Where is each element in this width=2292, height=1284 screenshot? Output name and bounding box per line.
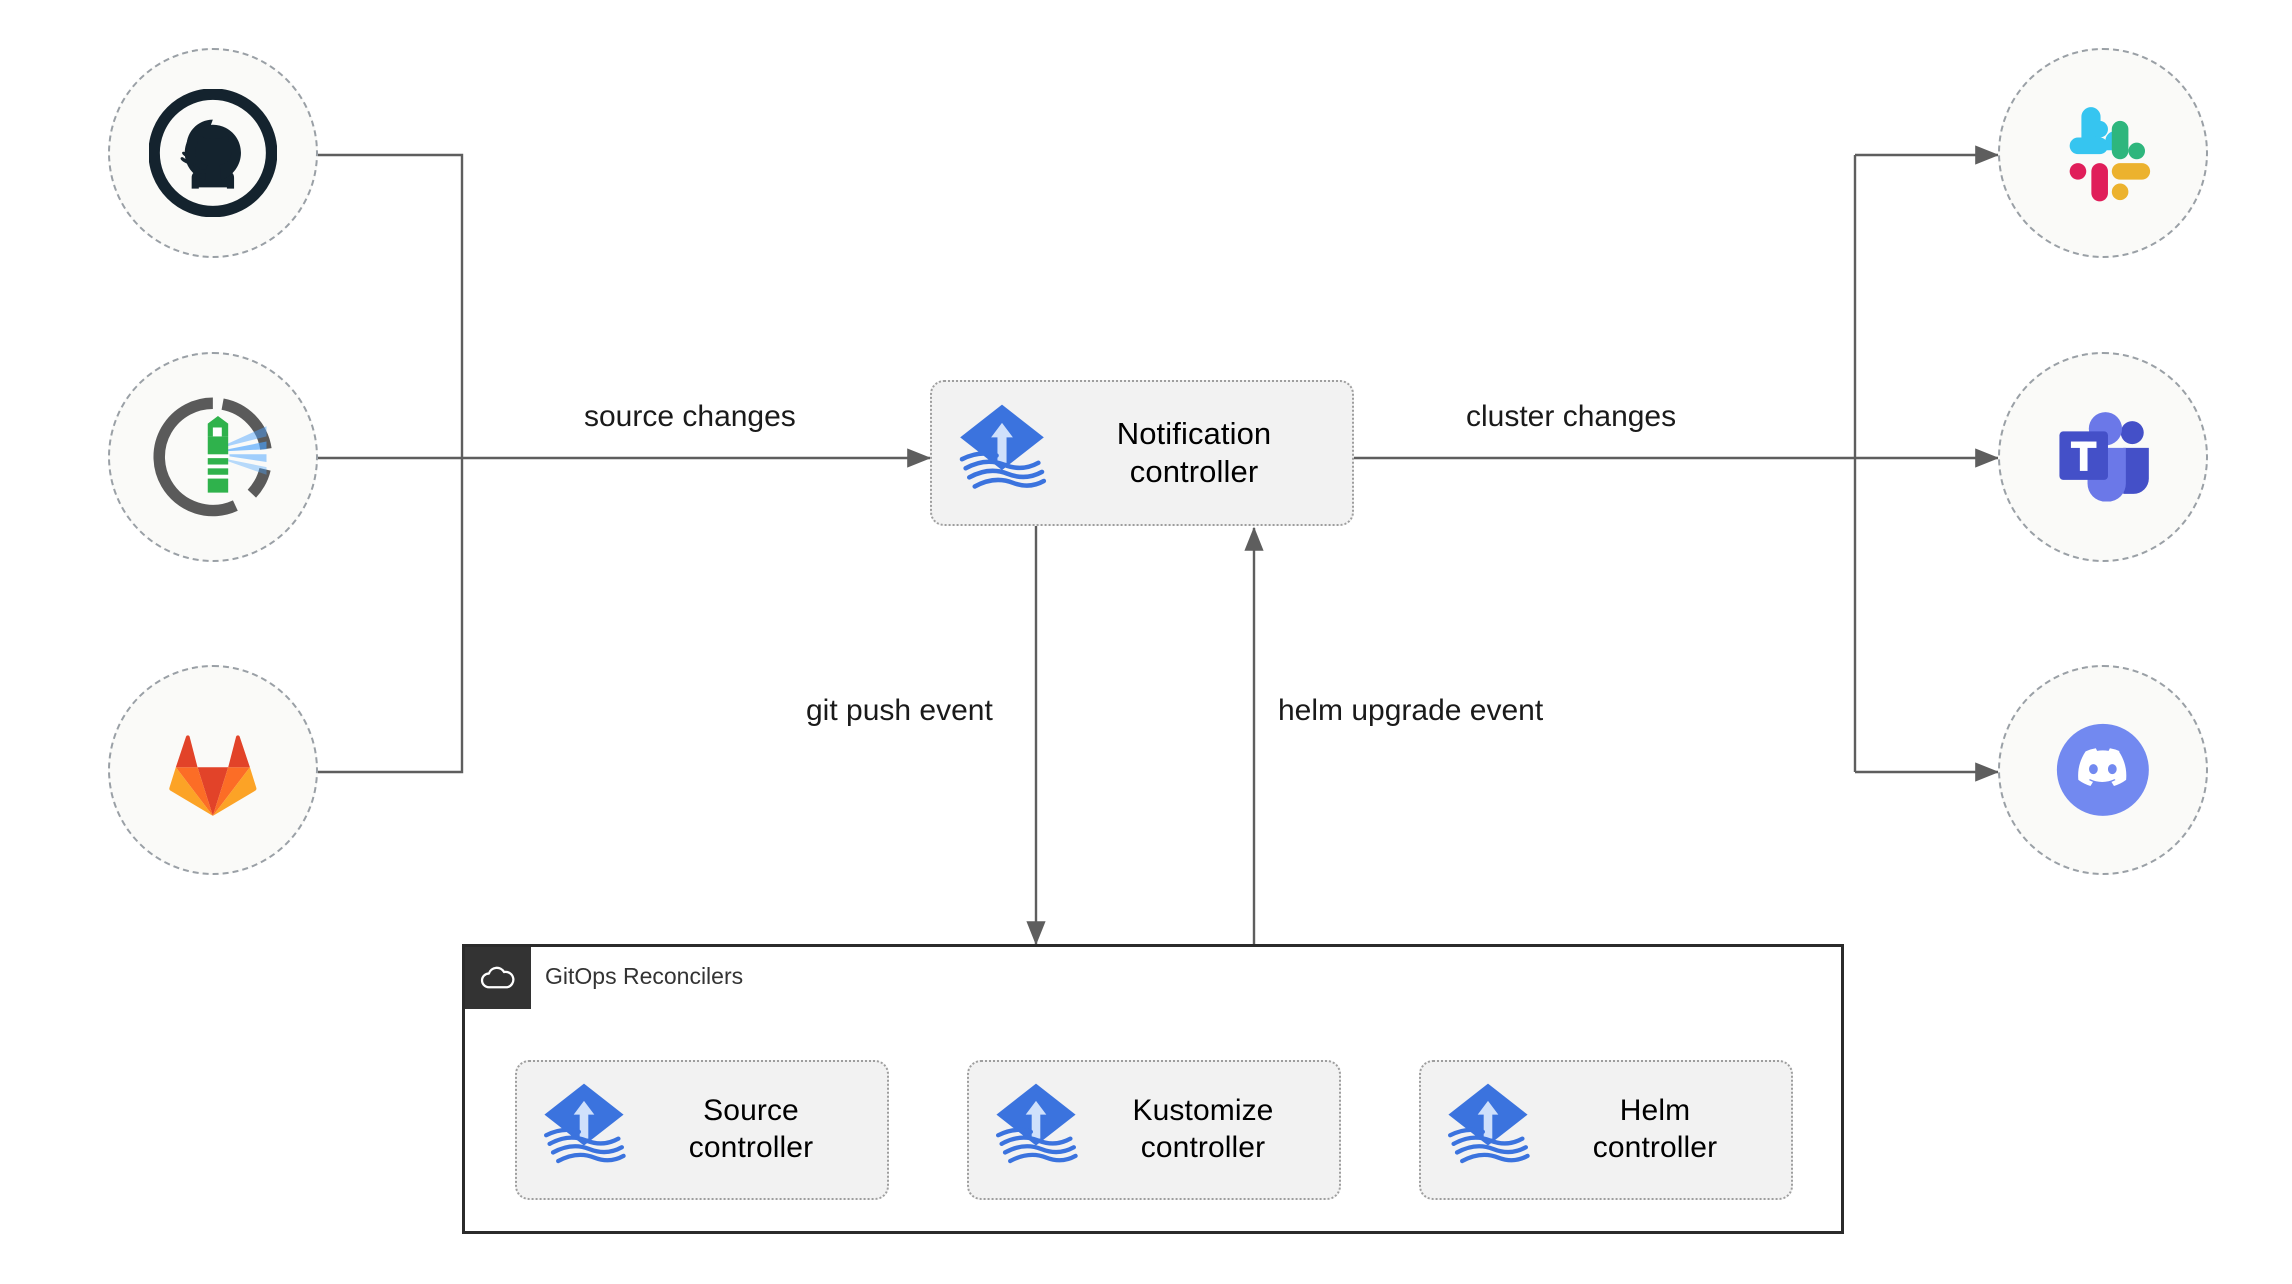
source-node-github[interactable] [108,48,318,258]
flux-icon [956,401,1048,506]
edge-label-helm-upgrade-event: helm upgrade event [1272,694,1550,728]
target-node-teams[interactable] [1998,352,2208,562]
notification-controller-node[interactable]: Notification controller [930,380,1354,526]
flux-icon [993,1080,1079,1180]
source-controller-node[interactable]: Source controller [515,1060,889,1200]
gitlab-icon [149,706,277,834]
flux-lighthouse-icon [149,393,277,521]
microsoft-teams-icon [2039,393,2167,521]
kustomize-controller-node[interactable]: Kustomize controller [967,1060,1341,1200]
notification-controller-label: Notification controller [1116,416,1272,489]
helm-controller-label: Helm controller [1592,1094,1718,1164]
slack-icon [2039,89,2167,217]
edge-label-cluster-changes: cluster changes [1460,400,1683,434]
gitops-group-title: GitOps Reconcilers [545,963,744,989]
edge-label-source-changes: source changes [578,400,802,434]
target-node-discord[interactable] [1998,665,2208,875]
cloud-icon-tab [465,947,531,1009]
source-controller-label: Source controller [688,1094,814,1164]
flux-icon [541,1080,627,1180]
flux-icon [1445,1080,1531,1180]
target-node-slack[interactable] [1998,48,2208,258]
github-icon [149,89,277,217]
kustomize-controller-label: Kustomize controller [1132,1094,1274,1164]
cloud-icon [480,966,515,988]
helm-controller-node[interactable]: Helm controller [1419,1060,1793,1200]
source-node-gitlab[interactable] [108,665,318,875]
discord-icon [2039,706,2167,834]
gitops-reconcilers-group: GitOps Reconcilers Source controller [462,944,1844,1234]
edge-label-git-push-event: git push event [800,694,999,728]
left-bus [318,153,464,774]
source-node-flux[interactable] [108,352,318,562]
